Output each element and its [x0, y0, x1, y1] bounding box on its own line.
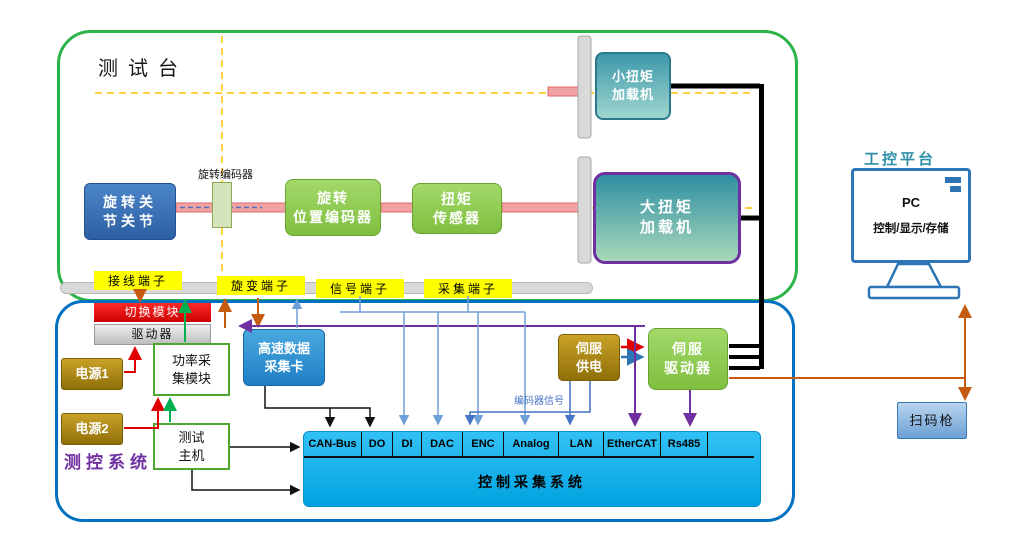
- rotary-position-encoder-node: 旋转 位置编码器: [285, 179, 381, 236]
- high-speed-daq-card-node: 高速数据 采集卡: [243, 329, 325, 386]
- driver-node: 驱动器: [94, 324, 211, 345]
- port-row: CAN-Bus DO DI DAC ENC Analog LAN EtherCA…: [304, 432, 754, 458]
- port-do: DO: [362, 432, 393, 456]
- port-lan: LAN: [559, 432, 604, 456]
- terminal-wiring: 接线端子: [94, 271, 182, 290]
- port-can-bus: CAN-Bus: [304, 432, 362, 456]
- pc-subtitle: 控制/显示/存储: [873, 223, 949, 235]
- servo-driver-node: 伺服 驱动器: [648, 328, 728, 390]
- test-bench-title: 测试台: [98, 58, 188, 80]
- test-host-node: 测试 主机: [153, 423, 230, 470]
- monitor-button-icon: [945, 177, 961, 183]
- pc-stand: [867, 262, 961, 300]
- power-supply-2-node: 电源2: [61, 413, 123, 445]
- port-enc: ENC: [463, 432, 504, 456]
- power-supply-1-node: 电源1: [61, 358, 123, 390]
- rotary-joint-node: 旋转关 节关节: [84, 183, 176, 240]
- encoder-signal-label: 编码器信号: [514, 396, 564, 407]
- control-system-title: 测控系统: [64, 453, 152, 472]
- servo-power-node: 伺服 供电: [558, 334, 620, 381]
- workstation-title: 工控平台: [864, 151, 937, 168]
- pc-label: PC: [901, 195, 921, 210]
- terminal-acquisition: 采集端子: [424, 279, 512, 298]
- large-torque-loader-node: 大扭矩 加载机: [593, 172, 741, 264]
- switch-module-node: 切换模块: [94, 303, 211, 322]
- control-system-panel: [55, 300, 795, 522]
- power-acquisition-node: 功率采 集模块: [153, 343, 230, 396]
- control-acquisition-system-label: 控制采集系统: [478, 474, 586, 490]
- torque-sensor-node: 扭矩 传感器: [412, 183, 502, 234]
- rotary-encoder-label: 旋转编码器: [198, 169, 253, 181]
- small-torque-loader-node: 小扭矩 加载机: [595, 52, 671, 120]
- rotary-encoder-coupling: [212, 182, 232, 228]
- port-analog: Analog: [504, 432, 559, 456]
- terminal-resolver: 旋变端子: [217, 276, 305, 295]
- terminal-signal: 信号端子: [316, 279, 404, 298]
- port-ethercat: EtherCAT: [604, 432, 661, 456]
- barcode-scanner-node: 扫码枪: [897, 402, 967, 439]
- port-rs485: Rs485: [661, 432, 708, 456]
- port-di: DI: [393, 432, 422, 456]
- control-acquisition-system-node: CAN-Bus DO DI DAC ENC Analog LAN EtherCA…: [303, 431, 761, 507]
- monitor-button-icon: [950, 186, 961, 192]
- pc-monitor: PC 控制/显示/存储: [851, 168, 971, 263]
- port-dac: DAC: [422, 432, 463, 456]
